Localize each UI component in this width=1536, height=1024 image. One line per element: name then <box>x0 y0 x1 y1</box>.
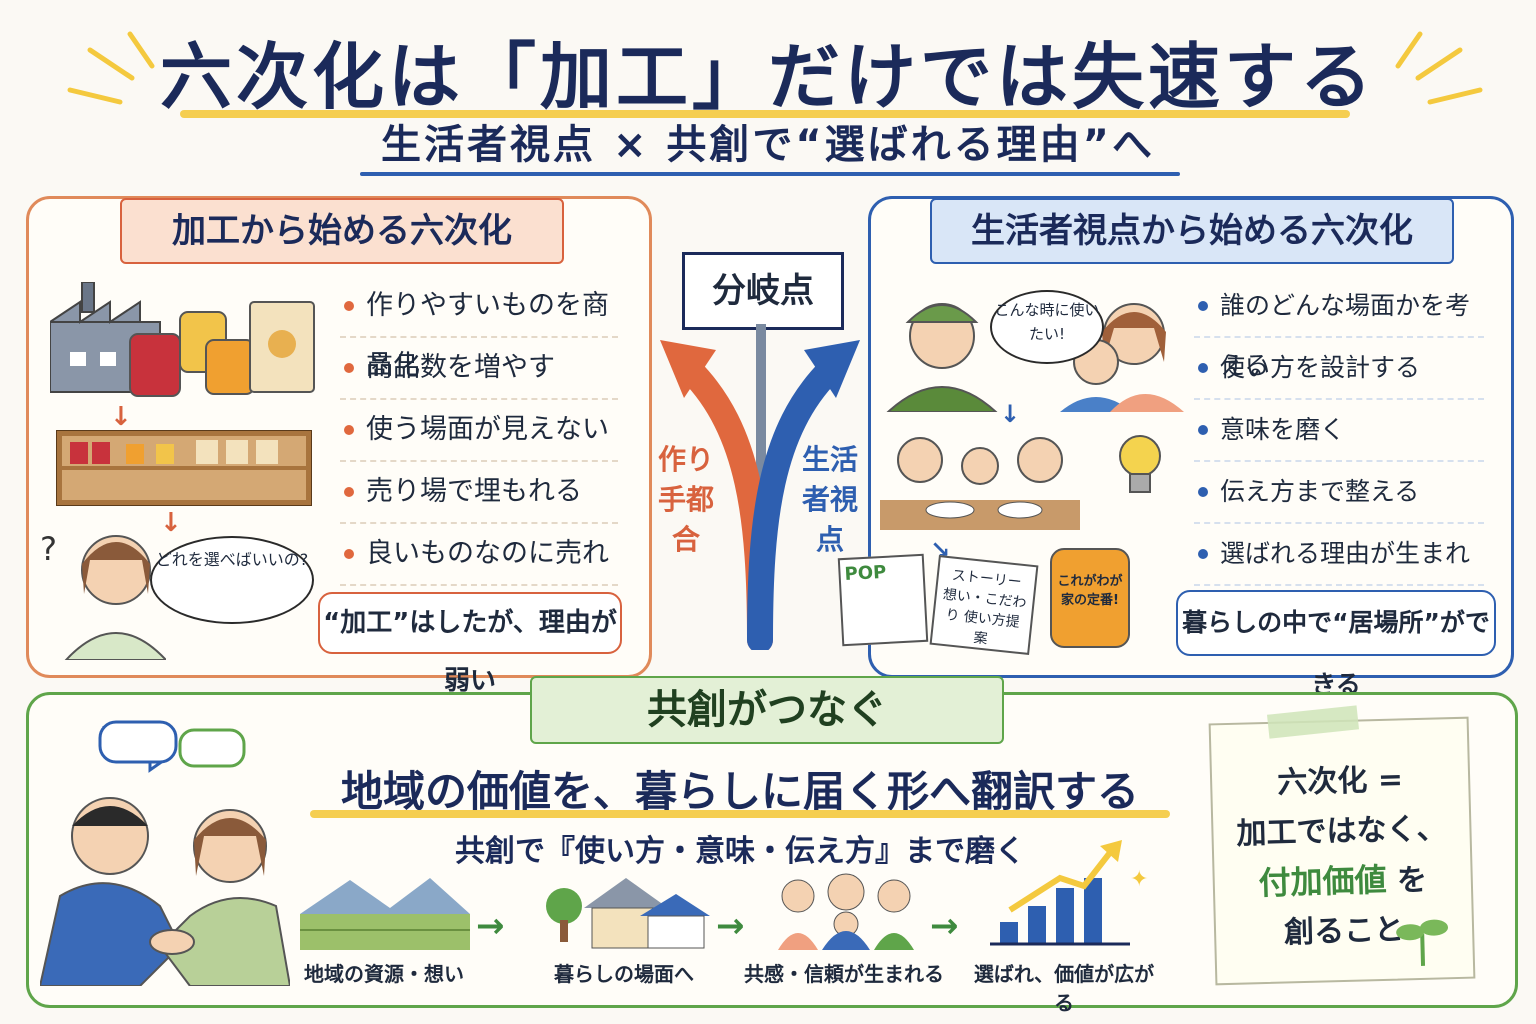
factory-jars-illustration <box>50 282 315 397</box>
right-path-label: 生活者視点 <box>801 443 858 556</box>
sprout-icon <box>1396 919 1449 966</box>
lightbulb-icon <box>1119 435 1161 493</box>
svg-text:?: ? <box>40 530 57 568</box>
down-arrow-icon: ↓ <box>110 402 132 432</box>
right-callout: 暮らしの中で“居場所”ができる <box>1176 590 1496 699</box>
confused-woman-illustration: ? <box>40 530 166 660</box>
list-item: 意味を磨く <box>1194 400 1484 462</box>
subtitle-underline <box>360 172 1180 176</box>
bullet-dot-icon <box>1198 549 1208 559</box>
step-label: 暮らしの場面へ <box>554 962 694 986</box>
bullet-dot-icon <box>344 363 354 373</box>
svg-text:✦: ✦ <box>1130 867 1148 892</box>
list-item: 作りやすいものを商品化 <box>340 276 618 381</box>
left-panel-heading: 加工から始める六次化 <box>120 198 564 264</box>
jam-jar-label: これがわが家の定番! <box>1050 548 1130 648</box>
flow-arrow-icon: → <box>930 906 959 946</box>
page-title: 六次化は「加工」だけでは失速する <box>159 35 1376 119</box>
houses-icon <box>546 878 710 949</box>
step-label: 選ばれ、価値が広がる <box>973 962 1155 1015</box>
bullet-dot-icon <box>1198 301 1208 311</box>
down-arrow-icon: ↓ <box>1000 400 1021 428</box>
left-bullet-list: 作りやすいものを商品化 商品数を増やす 使う場面が見えない 売り場で埋もれる 良… <box>340 276 618 629</box>
growth-chart-icon: ✦ <box>990 840 1148 946</box>
down-arrow-icon: ↓ <box>160 508 182 538</box>
confused-speech-bubble: どれを選べばいいの? <box>150 536 314 624</box>
left-path-label: 作り手都合 <box>657 443 714 556</box>
bullet-dot-icon <box>1198 425 1208 435</box>
pop-label: POP <box>844 561 887 585</box>
bullet-dot-icon <box>344 425 354 435</box>
note-highlight: 付加価値 <box>1258 860 1388 903</box>
bottom-panel-heading: 共創がつなぐ <box>530 676 1004 744</box>
list-item: 商品数を増やす <box>340 338 618 400</box>
list-item: 選ばれる理由が生まれる <box>1194 524 1484 628</box>
right-bullet-list: 誰のどんな場面かを考える 使い方を設計する 意味を磨く 伝え方まで整える 選ばれ… <box>1194 276 1484 628</box>
bottom-sub-message: 共創で『使い方・意味・伝え方』まで磨く <box>455 834 1025 869</box>
farmer-speech-bubble: こんな時に使いたい! <box>990 290 1104 364</box>
note-particle: を <box>1396 862 1428 899</box>
page-subtitle: 生活者視点 × 共創で“選ばれる理由”へ <box>381 122 1155 168</box>
signpost: 分岐点 <box>682 252 844 330</box>
bullet-dot-icon <box>344 549 354 559</box>
note-line-2: 加工ではなく、 <box>1236 811 1447 852</box>
step-label: 地域の資源・想い <box>304 962 464 986</box>
people-group-icon <box>778 873 914 950</box>
list-item: 売り場で埋もれる <box>340 462 618 524</box>
bullet-dot-icon <box>344 301 354 311</box>
bullet-dot-icon <box>1198 363 1208 373</box>
title-underline <box>180 110 1350 118</box>
landscape-icon <box>300 878 470 950</box>
list-item: 使う場面が見えない <box>340 400 618 462</box>
story-tag: ストーリー 想い・こだわり 使い方提案 <box>929 555 1039 655</box>
list-item: 良いものなのに売れない <box>340 524 618 629</box>
main-message-underline <box>310 810 1170 818</box>
bullet-dot-icon <box>344 487 354 497</box>
note-line-3: 付加価値 を <box>1214 853 1471 906</box>
list-item: 伝え方まで整える <box>1194 462 1484 524</box>
bottom-main-message: 地域の価値を、暮らしに届く形へ翻訳する <box>340 767 1139 816</box>
left-callout: “加工”はしたが、理由が弱い <box>318 592 622 696</box>
pop-card: POP <box>837 553 929 647</box>
sparkle-lines-icon <box>1395 31 1483 105</box>
note-line-1: 六次化 = <box>1276 762 1404 801</box>
bullet-dot-icon <box>1198 487 1208 497</box>
step-label: 共感・信頼が生まれる <box>744 962 944 986</box>
list-item: 使い方を設計する <box>1194 338 1484 400</box>
family-meal-illustration <box>880 437 1080 530</box>
right-panel-heading: 生活者視点から始める六次化 <box>930 198 1454 264</box>
store-shelf-illustration <box>56 430 312 506</box>
list-item: 誰のどんな場面かを考える <box>1194 276 1484 380</box>
sparkle-lines-icon <box>67 31 155 105</box>
sticky-note: 六次化 = 加工ではなく、 付加価値 を 創ること <box>1208 716 1476 986</box>
fork-arrows <box>660 340 860 650</box>
handshake-illustration <box>40 720 290 986</box>
flow-arrow-icon: → <box>476 906 505 946</box>
flow-arrow-icon: → <box>716 906 745 946</box>
